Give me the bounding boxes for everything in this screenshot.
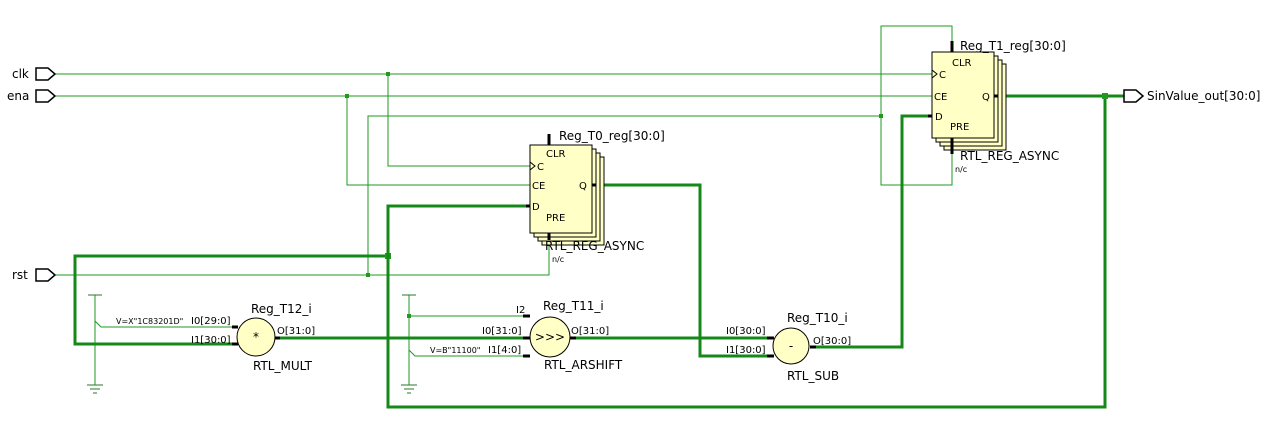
port-label-sinvalue: SinValue_out[30:0]	[1147, 89, 1260, 103]
cell-name-reg-t1: Reg_T1_reg[30:0]	[960, 39, 1066, 53]
pin-d: D	[935, 112, 943, 123]
pin-ce: CE	[934, 92, 947, 103]
pin-o: O[30:0]	[813, 336, 851, 347]
cell-name-reg-t11: Reg_T11_i	[543, 299, 604, 313]
pin-i1: I1[30:0]	[191, 335, 231, 346]
operator-arshift[interactable]: >>> Reg_T11_i RTL_ARSHIFT I2 I0[31:0] I1…	[430, 299, 623, 372]
cell-type-reg-t1: RTL_REG_ASYNC	[960, 149, 1059, 163]
net-ena[interactable]	[55, 94, 932, 186]
pin-q: Q	[579, 181, 587, 192]
pin-q: Q	[982, 92, 990, 103]
input-port-rst[interactable]: rst	[12, 268, 57, 282]
net-const-t11[interactable]	[408, 295, 527, 385]
ground-symbol	[87, 294, 103, 394]
net-rst[interactable]	[55, 25, 953, 277]
operator-sub[interactable]: - Reg_T10_i RTL_SUB I0[30:0] I1[30:0] O[…	[726, 311, 851, 383]
pin-i0: I0[30:0]	[726, 326, 766, 337]
pin-i0: I0[29:0]	[191, 316, 231, 327]
pin-clr: CLR	[952, 58, 972, 69]
port-label-ena: ena	[7, 89, 29, 103]
pin-i1: I1[30:0]	[726, 345, 766, 356]
cell-type-sub: RTL_SUB	[787, 369, 839, 383]
input-port-clk[interactable]: clk	[12, 67, 57, 81]
net-const-t12[interactable]	[94, 295, 236, 385]
cell-type-arshift: RTL_ARSHIFT	[544, 358, 623, 372]
port-label-clk: clk	[12, 67, 29, 81]
input-port-ena[interactable]: ena	[7, 89, 57, 103]
output-port-sinvalue[interactable]: SinValue_out[30:0]	[1123, 89, 1260, 103]
pin-c: C	[939, 70, 946, 81]
bus-feedback[interactable]	[386, 96, 1107, 409]
cell-type-reg-t0: RTL_REG_ASYNC	[545, 239, 644, 253]
port-label-rst: rst	[12, 268, 28, 282]
mult-symbol: *	[253, 330, 259, 344]
cell-name-reg-t10: Reg_T10_i	[787, 311, 848, 325]
no-connect-label: n/c	[552, 255, 564, 264]
pin-i1: I1[4:0]	[488, 345, 521, 356]
no-connect-label: n/c	[955, 165, 967, 174]
pin-pre: PRE	[950, 122, 969, 133]
bus-t0-q-to-sub[interactable]	[595, 183, 769, 358]
net-clk[interactable]	[55, 72, 932, 167]
const-value-arshift: V=B"11100"	[430, 346, 480, 355]
pin-ce: CE	[532, 181, 545, 192]
const-value-mult: V=X"1C83201D"	[116, 317, 183, 326]
bus-sub-to-t1[interactable]	[812, 114, 932, 349]
operator-mult[interactable]: * Reg_T12_i RTL_MULT I0[29:0] I1[30:0] O…	[116, 302, 315, 373]
cell-name-reg-t0: Reg_T0_reg[30:0]	[559, 129, 665, 143]
pin-o: O[31:0]	[571, 326, 609, 337]
net-i2[interactable]	[407, 314, 529, 318]
pin-o: O[31:0]	[277, 326, 315, 337]
pin-clr: CLR	[546, 149, 566, 160]
register-reg-t0[interactable]: CLR C CE D Q PRE Reg_T0_reg[30:0] RTL_RE…	[526, 129, 665, 264]
pin-pre: PRE	[546, 213, 565, 224]
cell-type-mult: RTL_MULT	[253, 359, 313, 373]
pin-d: D	[532, 202, 540, 213]
pin-c: C	[537, 162, 544, 173]
sub-symbol: -	[789, 339, 793, 353]
ground-symbol	[401, 294, 417, 394]
register-reg-t1[interactable]: CLR C CE D Q PRE Reg_T1_reg[30:0] RTL_RE…	[928, 39, 1066, 174]
pin-i2: I2	[516, 305, 525, 316]
pin-i0: I0[31:0]	[482, 326, 522, 337]
bus-t1-q-out[interactable]	[997, 93, 1124, 99]
arshift-symbol: >>>	[535, 330, 565, 344]
cell-name-reg-t12: Reg_T12_i	[251, 302, 312, 316]
